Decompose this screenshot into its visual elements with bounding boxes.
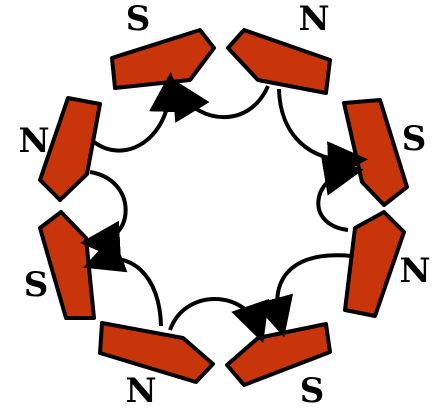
flux-arrow-upper-right [279, 89, 352, 160]
flux-arrow-lower-left [98, 259, 161, 326]
pole-label-top-left: S [118, 2, 158, 36]
flux-arrow-lower-right [277, 255, 352, 322]
pole-label-left-upper: N [14, 124, 54, 158]
pole-label-bottom-left: N [121, 374, 161, 408]
pole-label-top-right: N [294, 2, 334, 36]
flux-arrow-left [90, 172, 126, 242]
pole-label-left-lower: S [16, 268, 56, 302]
pole-label-right-upper: S [394, 122, 434, 156]
flux-arrows-group [90, 86, 352, 330]
pole-label-right-lower: N [395, 254, 435, 288]
pole-label-bottom-right: S [292, 374, 332, 408]
flux-arrow-bottom [170, 299, 258, 330]
flux-arrow-upper-left [94, 88, 170, 151]
flux-arrow-top [180, 86, 268, 117]
magnet-segment-top-right [228, 30, 330, 93]
flux-arrow-right [318, 172, 348, 230]
magnets-group [40, 30, 407, 385]
magnet-segment-left-lower [40, 212, 94, 318]
